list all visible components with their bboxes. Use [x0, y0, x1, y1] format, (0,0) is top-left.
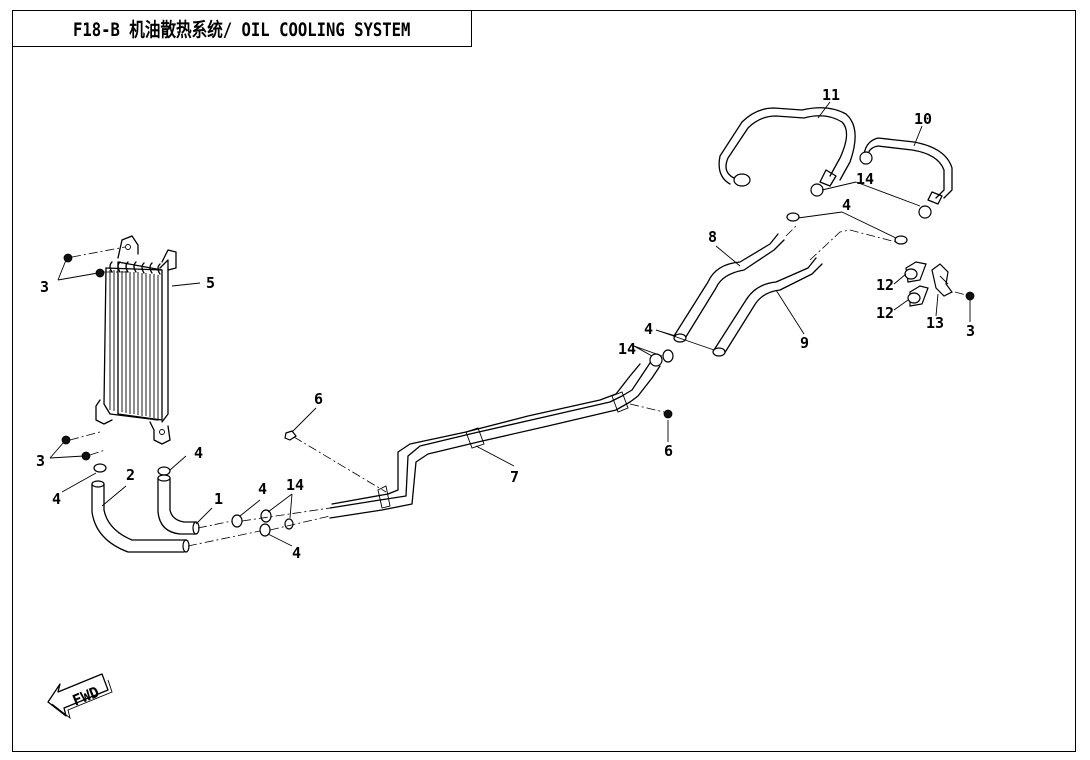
callout-3: 3 — [40, 278, 49, 296]
callout-3: 3 — [36, 452, 45, 470]
bolts-6 — [284, 409, 673, 441]
hose-clamps-4-left — [93, 463, 171, 476]
page-title: F18-B 机油散热系统/ OIL COOLING SYSTEM — [73, 19, 411, 41]
callout-5: 5 — [206, 274, 215, 292]
hose-2 — [91, 480, 190, 553]
callout-2: 2 — [126, 466, 135, 484]
callout-4: 4 — [644, 320, 653, 338]
hose-1 — [157, 474, 200, 535]
fwd-arrow-icon: FWD — [47, 673, 113, 720]
callout-4: 4 — [52, 490, 61, 508]
title-box: F18-B 机油散热系统/ OIL COOLING SYSTEM — [12, 10, 472, 47]
callout-6: 6 — [314, 390, 323, 408]
callout-11: 11 — [822, 86, 840, 104]
callout-10: 10 — [914, 110, 932, 128]
callout-4: 4 — [258, 480, 267, 498]
callout-9: 9 — [800, 334, 809, 352]
callout-3: 3 — [966, 322, 975, 340]
callout-7: 7 — [510, 468, 519, 486]
callout-14: 14 — [618, 340, 636, 358]
callout-14: 14 — [286, 476, 304, 494]
callout-14: 14 — [856, 170, 874, 188]
fwd-label: FWD — [70, 683, 102, 710]
callout-4: 4 — [292, 544, 301, 562]
fittings-lower — [231, 509, 294, 537]
clamp-12-13 — [904, 261, 953, 307]
callout-1: 1 — [214, 490, 223, 508]
drawing-frame — [12, 10, 1076, 752]
callout-8: 8 — [708, 228, 717, 246]
pipe-9 — [712, 257, 823, 357]
pipe-11 — [718, 107, 856, 187]
pipe-7 — [329, 359, 661, 519]
pipe-10 — [859, 137, 953, 205]
callout-4: 4 — [194, 444, 203, 462]
oil-cooler — [95, 235, 177, 445]
bolts-3 — [61, 253, 975, 461]
callout-6: 6 — [664, 442, 673, 460]
callout-12: 12 — [876, 276, 894, 294]
callout-13: 13 — [926, 314, 944, 332]
callout-12: 12 — [876, 304, 894, 322]
callout-4: 4 — [842, 196, 851, 214]
